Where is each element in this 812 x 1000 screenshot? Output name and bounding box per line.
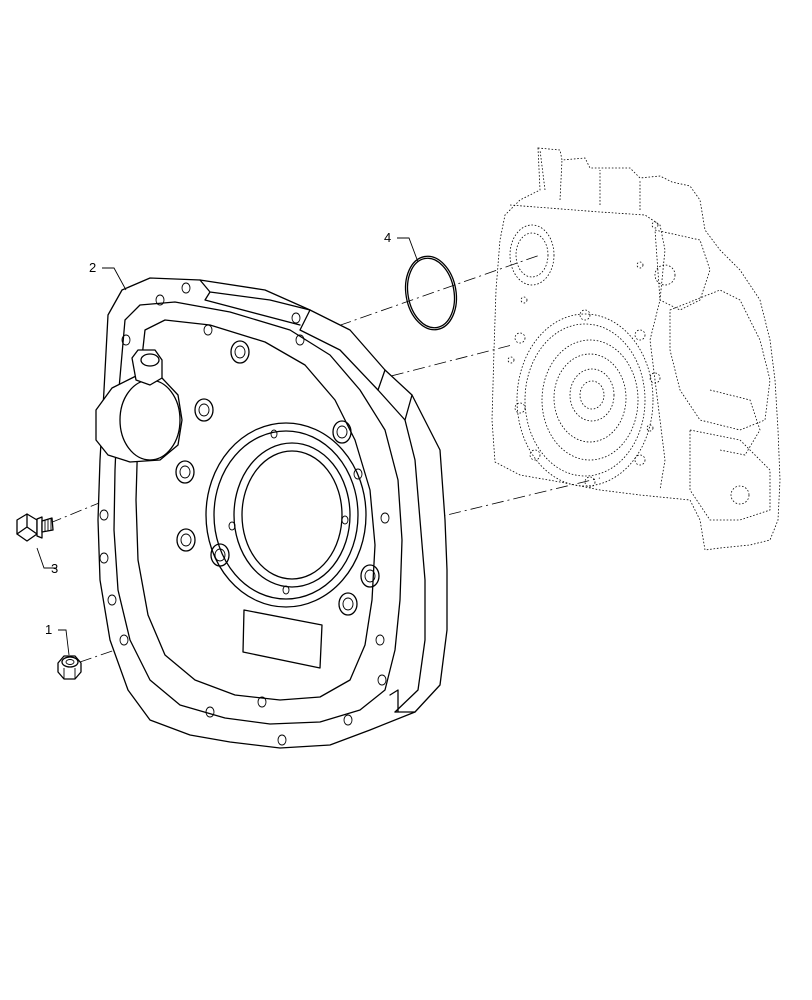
callout-3: 3: [51, 561, 58, 576]
callout-2: 2: [89, 260, 96, 275]
o-ring: [404, 255, 458, 331]
callout-leaders: [36, 237, 419, 656]
flywheel-housing: [95, 277, 448, 749]
callout-4: 4: [384, 230, 391, 245]
nut: [57, 655, 82, 680]
callout-1: 1: [45, 622, 52, 637]
engine-studs: [507, 221, 661, 488]
housing-perimeter-holes: [99, 282, 390, 746]
bolt: [16, 513, 54, 542]
engine-block: [491, 147, 781, 551]
housing-bolt-holes: [175, 334, 380, 616]
